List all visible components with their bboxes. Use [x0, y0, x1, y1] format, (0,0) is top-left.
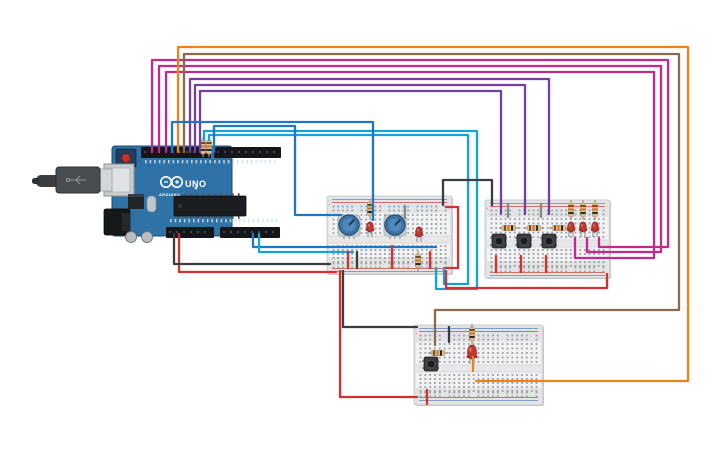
resistor-bottom-2[interactable] [469, 324, 475, 344]
led-right-3[interactable] [590, 221, 600, 237]
rail-minus-label: - [415, 327, 417, 332]
pushbutton-4[interactable] [422, 356, 439, 372]
wire-black-rail-link[interactable] [441, 178, 494, 207]
resistor-bottom-1[interactable] [428, 350, 448, 356]
resistor-right-6[interactable] [592, 200, 598, 220]
rail-plus-label: + [486, 206, 489, 211]
wire-magenta-3[interactable] [164, 70, 656, 260]
wire-black-to-bottom-bb[interactable] [341, 269, 419, 329]
resistor-right-2[interactable] [524, 225, 544, 231]
potentiometer-1[interactable] [337, 214, 361, 239]
led-right-2[interactable] [578, 221, 588, 237]
wire-cyan-a1[interactable] [257, 232, 355, 254]
resistor-arduino-2[interactable] [206, 137, 212, 157]
wire-red-5v[interactable] [177, 232, 338, 274]
arduino-logo-icon [160, 176, 184, 189]
microcontroller-chip [173, 193, 247, 219]
pushbutton-2[interactable] [515, 233, 532, 249]
usb-cable-plug[interactable] [32, 166, 113, 194]
wire-blue-a0[interactable] [251, 232, 438, 249]
arduino-uno-label: UNO [185, 179, 207, 189]
potentiometer-2[interactable] [383, 214, 407, 239]
pushbutton-3[interactable] [540, 233, 557, 249]
arduino-uno-board[interactable] [103, 145, 281, 243]
resistor-right-4[interactable] [568, 200, 574, 220]
led-center-2[interactable] [414, 226, 424, 242]
wire-black-gnd[interactable] [172, 232, 332, 266]
wire-brown-main[interactable] [182, 52, 681, 347]
resistor-right-5[interactable] [580, 200, 586, 220]
wire-purple-2[interactable] [193, 83, 527, 216]
wire-blue-1[interactable] [212, 124, 343, 217]
rail-plus-label: + [415, 331, 418, 336]
wire-cyan-2[interactable] [207, 133, 470, 286]
wire-orange-main[interactable] [176, 45, 690, 383]
pushbutton-1[interactable] [490, 233, 507, 249]
resistor-right-3[interactable] [549, 225, 569, 231]
wire-magenta-2[interactable] [157, 64, 663, 254]
resistor-right-1[interactable] [499, 225, 519, 231]
rail-plus-label: + [328, 202, 331, 207]
led-center-1[interactable] [365, 221, 375, 237]
usb-trident-icon [65, 175, 86, 185]
wire-red-to-bottom-bb[interactable] [338, 269, 419, 399]
wire-blue-2[interactable] [170, 120, 375, 222]
led-right-1[interactable] [566, 221, 576, 237]
led-bottom-1[interactable] [466, 344, 478, 364]
wire-purple-1[interactable] [188, 77, 551, 216]
wire-red-board-link[interactable] [444, 269, 609, 290]
breadboard-bottom[interactable]: -+ [413, 324, 544, 406]
wire-red-loop-right[interactable] [444, 205, 460, 270]
arduino-brand-label: ARDUINO [159, 192, 180, 197]
resistor-center-1[interactable] [367, 199, 373, 219]
rail-minus-label: - [486, 202, 488, 207]
rail-minus-label: - [328, 198, 330, 203]
wire-cyan-1[interactable] [202, 129, 479, 291]
wire-magenta-1[interactable] [150, 58, 670, 249]
resistor-center-2[interactable] [415, 251, 421, 271]
